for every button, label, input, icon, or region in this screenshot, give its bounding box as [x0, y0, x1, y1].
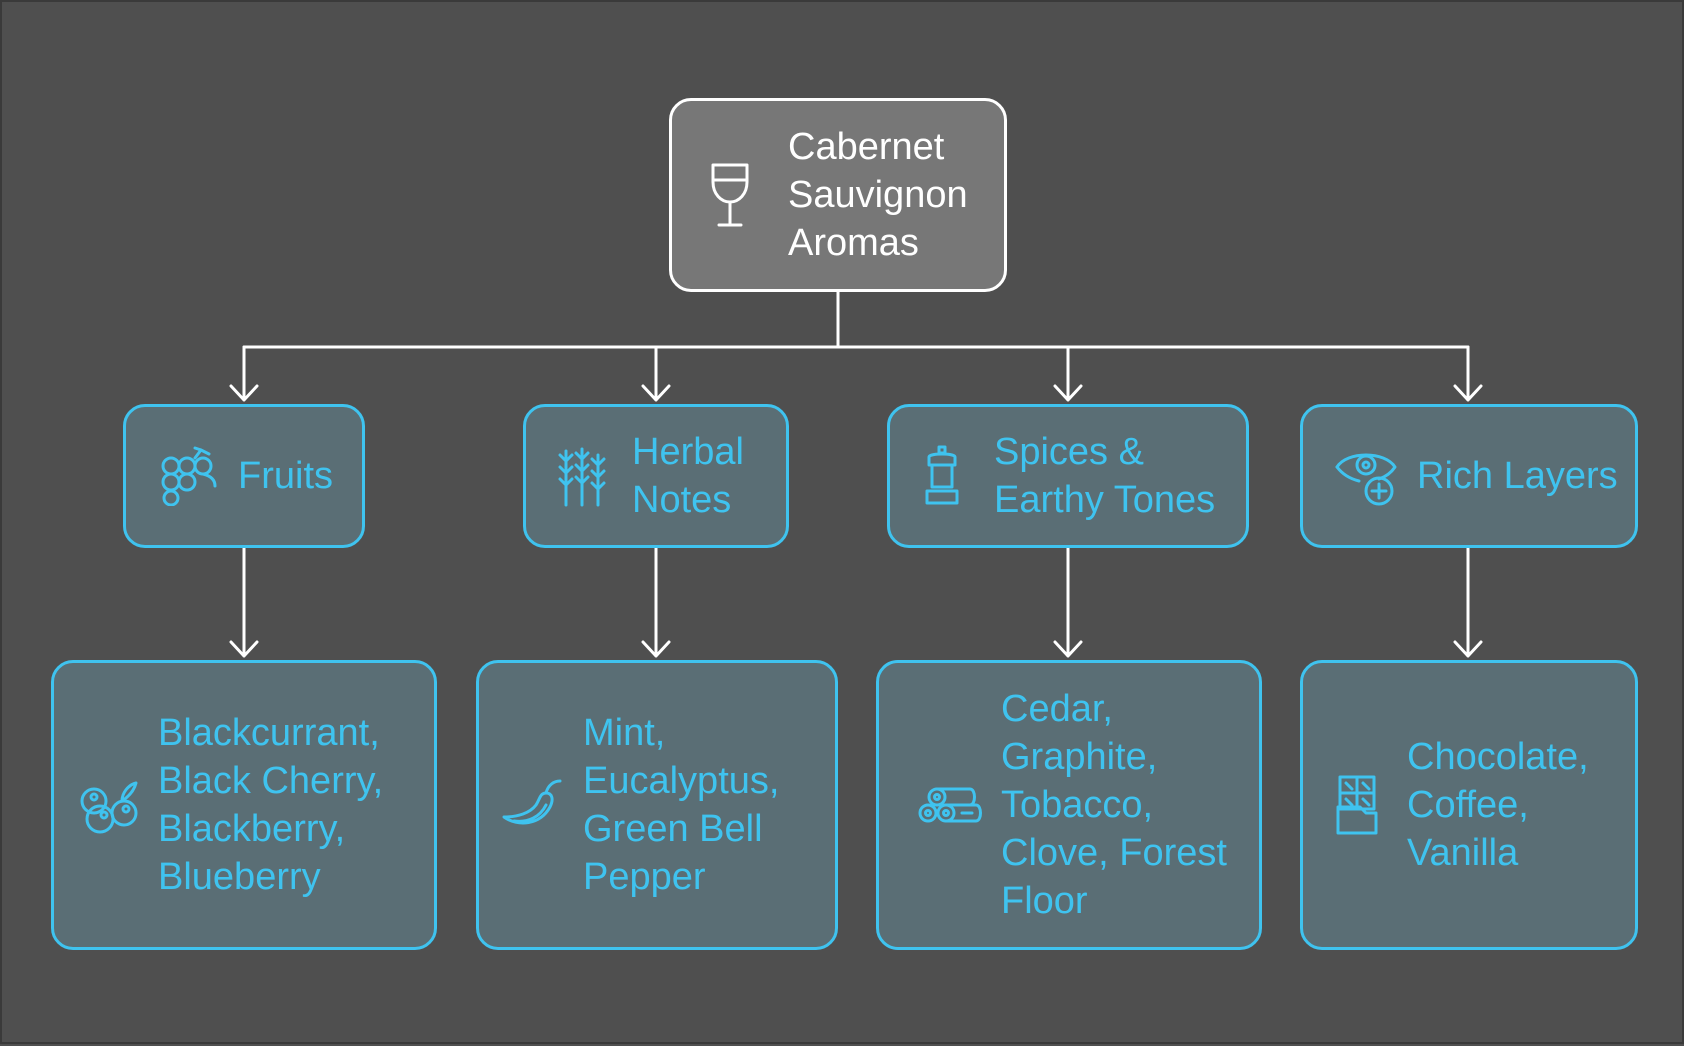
root-node: Cabernet Sauvignon Aromas — [669, 98, 1007, 292]
detail-herbal-label: Mint, Eucalyptus, Green Bell Pepper — [583, 712, 780, 898]
connector-herbal-detail — [641, 546, 671, 658]
connector-rich-detail — [1453, 546, 1483, 658]
root-label: Cabernet Sauvignon Aromas — [788, 126, 968, 264]
connector-fruits-detail — [229, 546, 259, 658]
category-herbal-notes: Herbal Notes — [523, 404, 789, 548]
detail-fruits: Blackcurrant, Black Cherry, Blackberry, … — [51, 660, 437, 950]
category-fruits: Fruits — [123, 404, 365, 548]
connector-to-herbal — [641, 345, 671, 402]
chili-pepper-icon — [479, 777, 583, 833]
detail-rich-layers-label: Chocolate, Coffee, Vanilla — [1407, 736, 1589, 874]
category-herbal-notes-label: Herbal Notes — [632, 431, 744, 521]
pepper-mill-icon — [890, 445, 994, 507]
connector-to-spices — [1053, 345, 1083, 402]
wine-glass-icon — [672, 162, 788, 228]
category-rich-layers-label: Rich Layers — [1417, 455, 1618, 497]
detail-spices: Cedar, Graphite, Tobacco, Clove, Forest … — [876, 660, 1262, 950]
eye-plus-icon — [1303, 445, 1417, 507]
category-spices-earthy: Spices & Earthy Tones — [887, 404, 1249, 548]
connector-to-fruits — [229, 345, 259, 402]
connector-to-rich — [1453, 345, 1483, 402]
grapes-icon — [126, 446, 238, 506]
berries-icon — [54, 775, 158, 835]
logs-icon — [879, 785, 1001, 825]
herb-sprigs-icon — [526, 445, 632, 507]
chocolate-bar-icon — [1303, 773, 1407, 837]
connector-spices-detail — [1053, 546, 1083, 658]
detail-rich-layers: Chocolate, Coffee, Vanilla — [1300, 660, 1638, 950]
detail-spices-label: Cedar, Graphite, Tobacco, Clove, Forest … — [1001, 688, 1227, 922]
detail-fruits-label: Blackcurrant, Black Cherry, Blackberry, … — [158, 712, 384, 898]
category-rich-layers: Rich Layers — [1300, 404, 1638, 548]
category-spices-earthy-label: Spices & Earthy Tones — [994, 431, 1216, 521]
category-fruits-label: Fruits — [238, 455, 333, 497]
detail-herbal: Mint, Eucalyptus, Green Bell Pepper — [476, 660, 838, 950]
